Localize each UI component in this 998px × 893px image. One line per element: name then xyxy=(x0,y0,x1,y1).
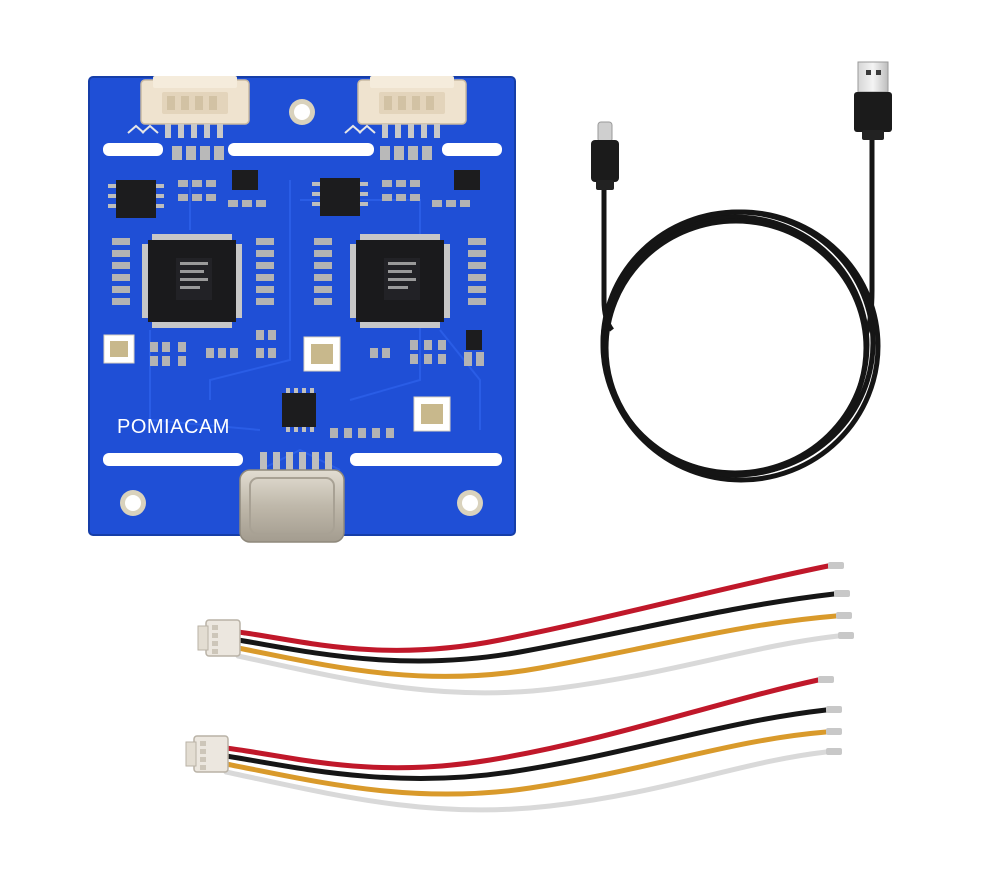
small-ic-chip xyxy=(312,178,368,216)
small-ic-chip xyxy=(108,180,164,218)
wire-white xyxy=(235,633,841,696)
wire-yellow xyxy=(223,729,829,797)
small-ic-chip xyxy=(454,170,480,190)
wire-tips xyxy=(828,562,854,639)
pcb-silkscreen-label: POMIACAM xyxy=(117,416,230,438)
jst-wire-harness xyxy=(197,562,854,696)
gold-test-pad xyxy=(103,334,135,364)
small-ic-chip xyxy=(466,330,482,350)
pcb-slot xyxy=(103,143,163,156)
pcb-slot xyxy=(350,453,502,466)
mounting-hole xyxy=(457,490,483,516)
jst-wire-harness xyxy=(185,676,842,813)
mounting-hole xyxy=(120,490,146,516)
pcb-slot xyxy=(228,143,374,156)
jst-connector-left xyxy=(127,76,250,138)
gold-test-pad xyxy=(303,336,341,372)
small-ic-chip xyxy=(232,170,258,190)
jst-plug xyxy=(185,735,229,773)
wire-black xyxy=(223,707,829,781)
pcb-slot xyxy=(442,143,502,156)
jst-connector-right xyxy=(344,76,467,138)
pcb-board: POMIACAM xyxy=(88,76,516,543)
pcb-slot xyxy=(103,453,243,466)
cable-lead-usb-c xyxy=(601,188,615,332)
smd-components xyxy=(172,146,432,160)
jst-plug xyxy=(197,619,241,657)
main-processor-chip-right xyxy=(350,234,450,328)
small-qfn-chip xyxy=(282,388,316,432)
usb-c-to-usb-a-cable xyxy=(591,61,892,483)
wire-black xyxy=(235,591,837,664)
mounting-hole xyxy=(289,99,315,125)
main-processor-chip-left xyxy=(142,234,242,328)
wire-tips xyxy=(818,676,842,755)
cable-lead-usb-a xyxy=(863,132,875,336)
wire-white xyxy=(223,749,829,813)
usb-a-plug xyxy=(854,61,892,140)
wire-yellow xyxy=(235,613,839,679)
wire-red xyxy=(223,677,821,771)
passive-components xyxy=(112,180,486,438)
wire-red xyxy=(235,563,831,653)
gold-test-pad xyxy=(413,396,451,432)
usb-c-plug xyxy=(591,121,619,190)
usb-c-port xyxy=(239,452,345,543)
cable-coil xyxy=(600,209,881,483)
